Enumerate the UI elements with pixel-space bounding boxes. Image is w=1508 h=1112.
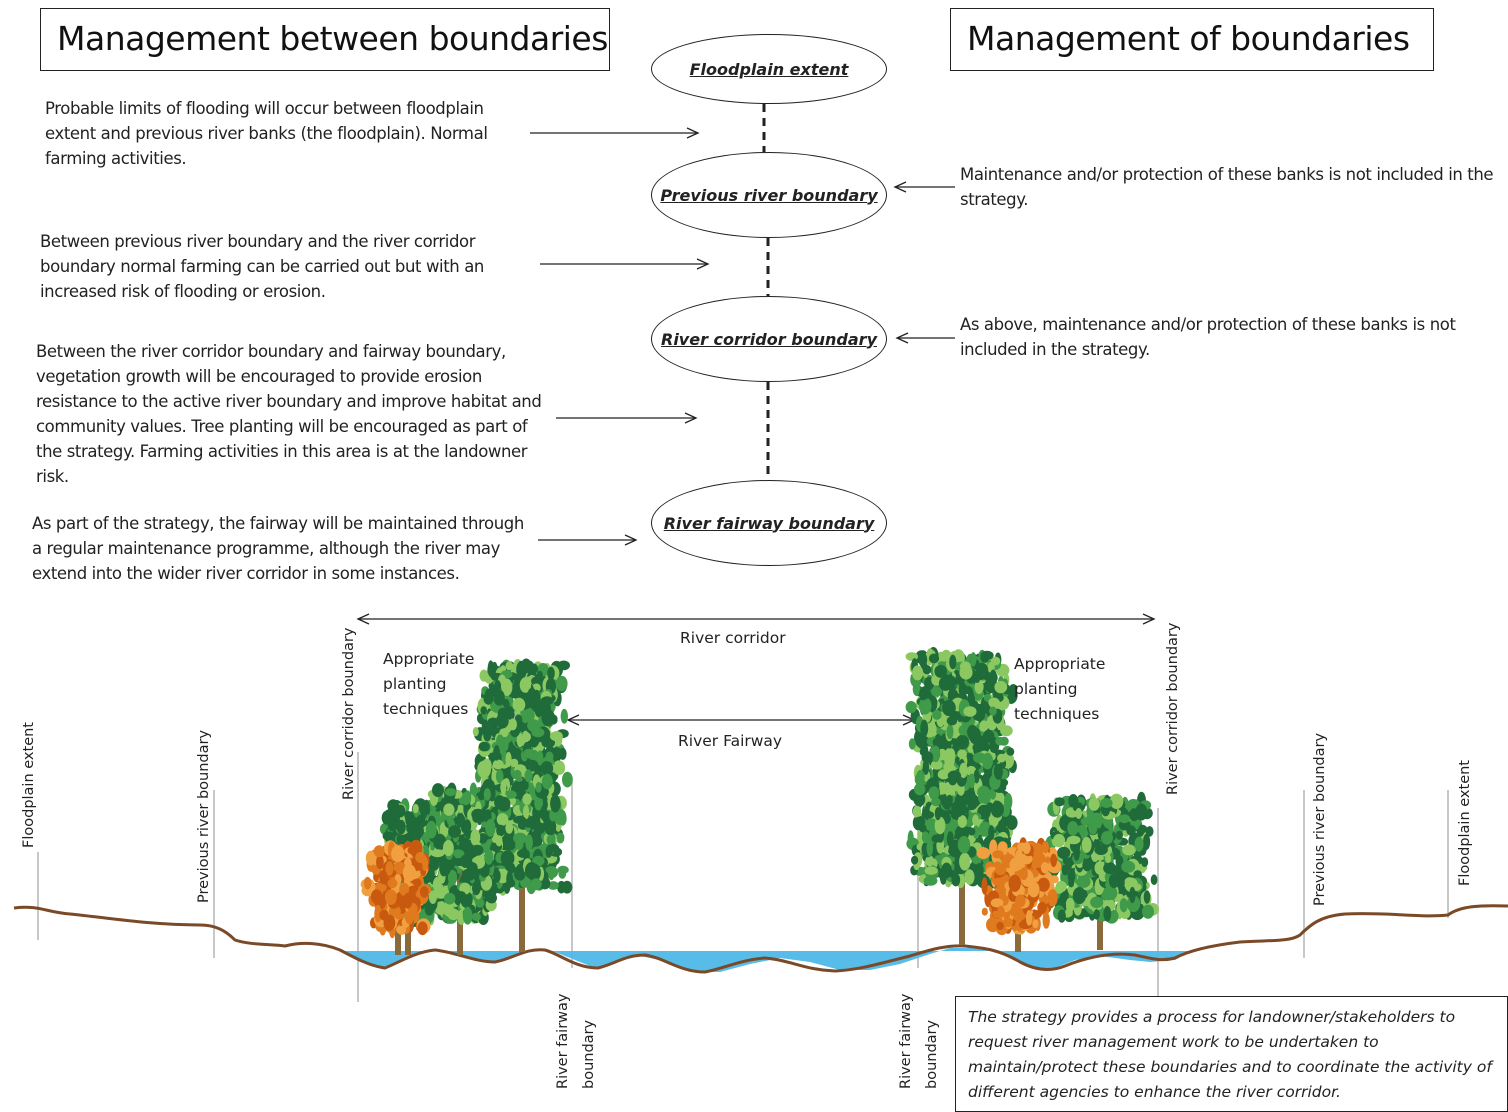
ellipse-floodplain-extent: Floodplain extent [651, 34, 887, 104]
ellipse-label: River fairway boundary [663, 513, 875, 533]
river-fairway-label: River Fairway [678, 732, 783, 750]
ellipse-river-fairway-boundary: River fairway boundary [651, 480, 887, 566]
vlabel-previous-right: Previous river boundary [1312, 732, 1328, 906]
tree-mid-left [422, 782, 497, 955]
ground-profile [13, 904, 1508, 974]
header-right-title: Management of boundaries [967, 19, 1410, 58]
note-corridor: Between the river corridor boundary and … [36, 342, 542, 486]
trees [360, 647, 1159, 955]
planting-label-left: Appropriate planting techniques [383, 650, 475, 718]
tree-orange-right [976, 837, 1062, 952]
header-left-title: Management between boundaries [57, 19, 608, 58]
river-water [340, 948, 1190, 972]
note-fairway: As part of the strategy, the fairway wil… [32, 514, 524, 583]
vlabel-fairway-left-2: boundary [581, 1019, 597, 1089]
vlabel-floodplain-right: Floodplain extent [1457, 760, 1473, 886]
ellipse-connectors [762, 104, 770, 480]
ellipse-label: River corridor boundary [661, 329, 877, 349]
header-left-box: Management between boundaries [40, 8, 610, 71]
tree-mid-right [1042, 791, 1159, 950]
tree-tall-right [905, 647, 1018, 945]
ellipse-river-corridor-boundary: River corridor boundary [651, 296, 887, 382]
strategy-note-text: The strategy provides a process for land… [968, 1008, 1492, 1101]
note-right-corridor: As above, maintenance and/or protection … [960, 315, 1456, 359]
vlabel-fairway-right-1: River fairway [898, 993, 914, 1089]
vlabel-corridor-right: River corridor boundary [1165, 622, 1181, 795]
note-right-previous: Maintenance and/or protection of these b… [960, 165, 1494, 209]
vlabel-corridor-left: River corridor boundary [341, 627, 357, 800]
tree-orange-left [360, 839, 431, 955]
ellipse-label: Floodplain extent [689, 59, 849, 79]
header-right-box: Management of boundaries [950, 8, 1434, 71]
ellipse-previous-river-boundary: Previous river boundary [651, 152, 887, 238]
vlabel-floodplain-left: Floodplain extent [21, 722, 37, 848]
ellipse-label: Previous river boundary [660, 185, 878, 205]
strategy-note-box: The strategy provides a process for land… [955, 996, 1508, 1112]
vlabel-previous-left: Previous river boundary [196, 729, 212, 903]
vlabel-fairway-right-2: boundary [924, 1019, 940, 1089]
note-previous-boundary: Between previous river boundary and the … [40, 232, 484, 301]
right-arrows [893, 181, 955, 344]
vlabel-fairway-left-1: River fairway [555, 993, 571, 1089]
left-arrows [530, 127, 710, 546]
river-corridor-label: River corridor [680, 629, 786, 647]
planting-label-right: Appropriate planting techniques [1014, 655, 1106, 723]
note-floodplain: Probable limits of flooding will occur b… [45, 99, 488, 168]
